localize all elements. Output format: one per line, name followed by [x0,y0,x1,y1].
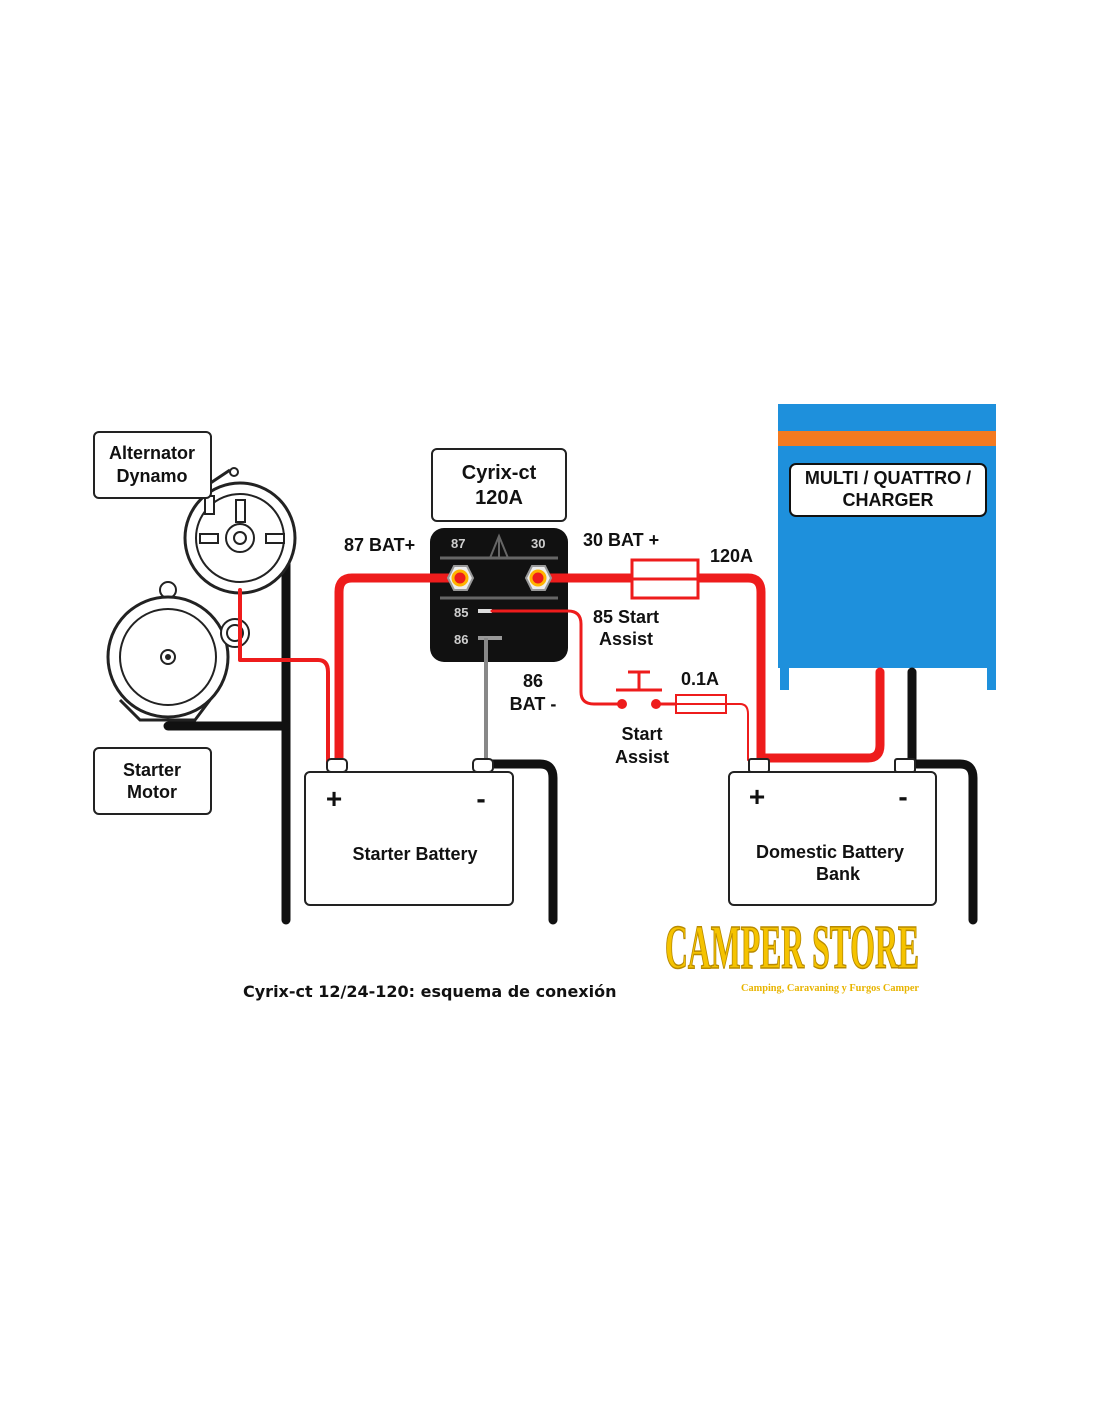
positive-wires [238,573,885,767]
starter-battery: + - Starter Battery [304,758,514,906]
label-86-bat-minus-line2: BAT - [510,694,557,714]
starter-motor-label-line2: Motor [127,782,177,802]
charger-label-line2: CHARGER [842,490,933,510]
domestic-battery-label-line2: Bank [816,864,861,884]
label-30-bat-plus: 30 BAT + [583,530,659,550]
domestic-battery-bank: + - Domestic Battery Bank [728,758,937,906]
domestic-battery-plus: + [749,781,765,812]
starter-motor-label-box: Starter Motor [93,747,212,815]
label-85-start-line2: Assist [599,629,653,649]
camper-store-logo: CAMPER STORE Camping, Caravaning y Furgo… [664,913,920,994]
label-start-assist-line2: Assist [615,747,669,767]
small-fuse [675,694,727,714]
terminal-85-label: 85 [454,605,468,620]
domestic-battery-label-line1: Domestic Battery [756,842,904,862]
terminal-86-label: 86 [454,632,468,647]
relay-terminal-30 [524,565,553,591]
alternator-label-box: Alternator Dynamo [93,431,212,499]
negative-wires [163,535,978,925]
alternator-label-line2: Dynamo [116,466,187,486]
relay-terminal-87 [446,565,475,591]
label-85-start-line1: 85 Start [593,607,659,627]
starter-battery-plus: + [326,783,342,814]
main-fuse [630,558,700,600]
starter-battery-label: Starter Battery [352,844,477,864]
relay-label-line1: Cyrix-ct [462,462,537,484]
terminal-30-label: 30 [531,536,545,551]
logo-tagline: Camping, Caravaning y Furgos Camper [741,982,919,994]
label-86-bat-minus-line1: 86 [523,671,543,691]
diagram-caption: Cyrix-ct 12/24-120: esquema de conexión [243,982,616,1001]
label-small-fuse: 0.1A [681,669,719,689]
logo-name: CAMPER STORE [665,914,919,982]
label-start-assist-line1: Start [621,724,662,744]
terminal-87-label: 87 [451,536,465,551]
starter-motor [106,581,250,722]
starter-motor-label-line1: Starter [123,760,181,780]
alternator-label-line1: Alternator [109,443,195,463]
start-assist-switch [616,670,662,709]
label-87-bat-plus: 87 BAT+ [344,535,415,555]
domestic-battery-minus: - [898,781,907,812]
starter-battery-minus: - [476,783,485,814]
label-main-fuse: 120A [710,546,753,566]
cyrix-relay: 87 30 85 86 [430,528,568,662]
charger-unit: MULTI / QUATTRO / CHARGER [778,404,996,690]
relay-label-box: Cyrix-ct 120A [431,448,567,522]
charger-label-line1: MULTI / QUATTRO / [805,468,971,488]
relay-label-line2: 120A [475,487,523,509]
